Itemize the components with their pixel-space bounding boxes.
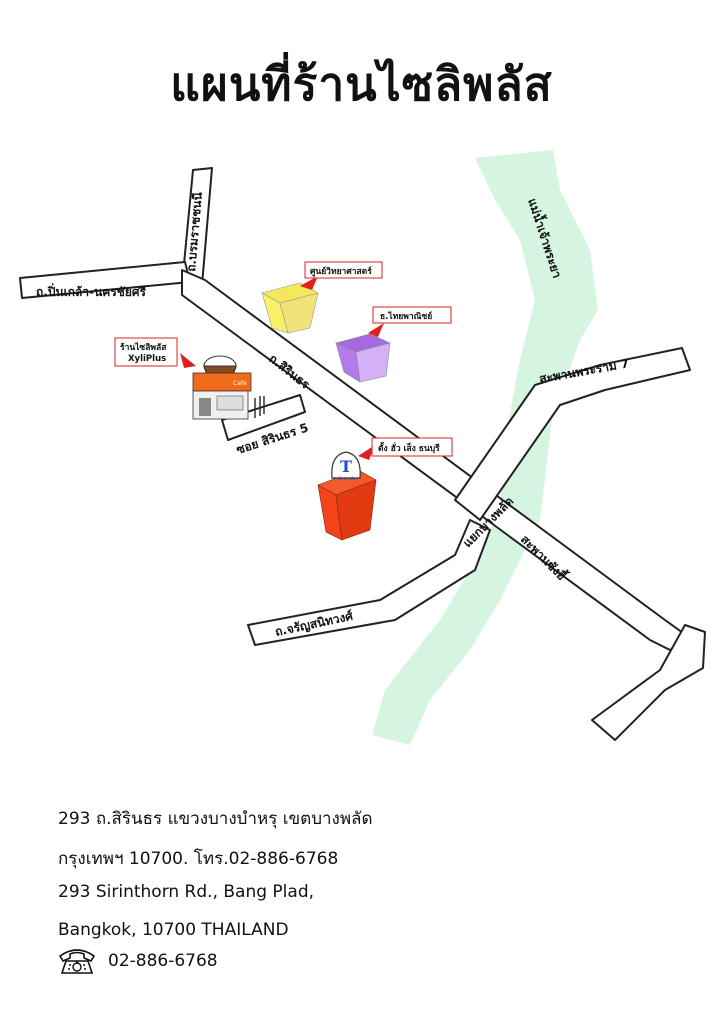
- svg-text:ธ.ไทยพาณิชย์: ธ.ไทยพาณิชย์: [380, 311, 432, 322]
- svg-text:ตั้ง ฮั่ว เส็ง: ตั้ง ฮั่ว เส็ง: [338, 474, 356, 481]
- pin-xyliplus-shop: ร้านไซลิพลัส XyliPlus: [114, 337, 196, 368]
- phone-number: 02-886-6768: [108, 951, 218, 971]
- svg-text:ตั้ง ฮั่ว เส็ง ธนบุรี: ตั้ง ฮั่ว เส็ง ธนบุรี: [378, 441, 440, 454]
- label-borommaratchachonnani: ถ.บรมราชชนนี: [184, 191, 205, 272]
- road-network: [19, 167, 706, 741]
- road-rama7: [454, 347, 691, 521]
- pin-science-center: ศูนย์วิทยาศาสตร์: [300, 261, 383, 290]
- road-krungthon-bridge: [591, 624, 706, 741]
- phone-row: 02-886-6768: [58, 946, 218, 976]
- chao-phraya-river: [372, 150, 598, 745]
- pin-scb-bank: ธ.ไทยพาณิชย์: [368, 306, 452, 337]
- svg-text:ร้านไซลิพลัส: ร้านไซลิพลัส: [120, 342, 167, 353]
- xyliplus-shop-marker: Cafe: [192, 355, 265, 420]
- address-line-4: Bangkok, 10700 THAILAND: [58, 920, 289, 940]
- road-charansanitwong: [247, 519, 491, 646]
- svg-text:T: T: [340, 457, 352, 476]
- science-center-marker: [261, 282, 319, 334]
- svg-text:XyliPlus: XyliPlus: [128, 354, 166, 364]
- address-line-3: 293 Sirinthorn Rd., Bang Plad,: [58, 882, 315, 902]
- pin-tang-hua-seng: ตั้ง ฮั่ว เส็ง ธนบุรี: [358, 437, 453, 460]
- label-pinklao: ถ.ปิ่นเกล้า-นครชัยศรี: [36, 283, 147, 299]
- location-map: ถ.บรมราชชนนี ถ.ปิ่นเกล้า-นครชัยศรี ถ.สิร…: [19, 150, 706, 745]
- svg-text:Cafe: Cafe: [233, 380, 247, 387]
- road-soi-sirinthon-5: [221, 394, 306, 441]
- address-line-2: กรุงเทพฯ 10700. โทร.02-886-6768: [58, 849, 339, 869]
- tang-hua-seng-marker: T ตั้ง ฮั่ว เส็ง: [317, 451, 377, 541]
- telephone-icon: [58, 949, 96, 974]
- address-line-1: 293 ถ.สิรินธร แขวงบางบำหรุ เขตบางพลัด: [58, 809, 373, 829]
- svg-text:ศูนย์วิทยาศาสตร์: ศูนย์วิทยาศาสตร์: [310, 266, 372, 277]
- map-title: แผนที่ร้านไซลิพลัส: [170, 57, 553, 111]
- scb-bank-marker: [335, 333, 391, 383]
